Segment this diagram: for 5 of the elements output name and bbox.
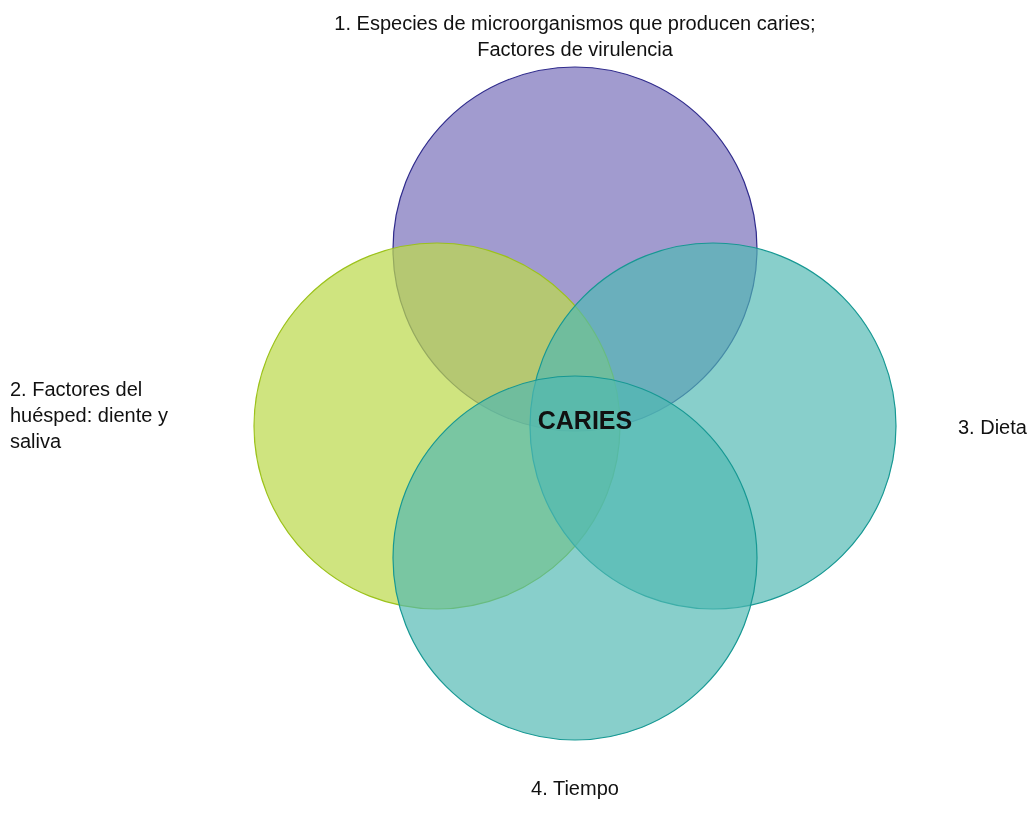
circle-label: 2. Factores del huésped: diente y saliva	[10, 377, 169, 454]
circle-label: 1. Especies de microorganismos que producen caries; Factores de virulencia	[333, 11, 817, 62]
center-label: CARIES	[536, 406, 634, 435]
circle-label: 3. Dieta	[958, 415, 1028, 440]
circle-label: 4. Tiempo	[530, 776, 620, 801]
